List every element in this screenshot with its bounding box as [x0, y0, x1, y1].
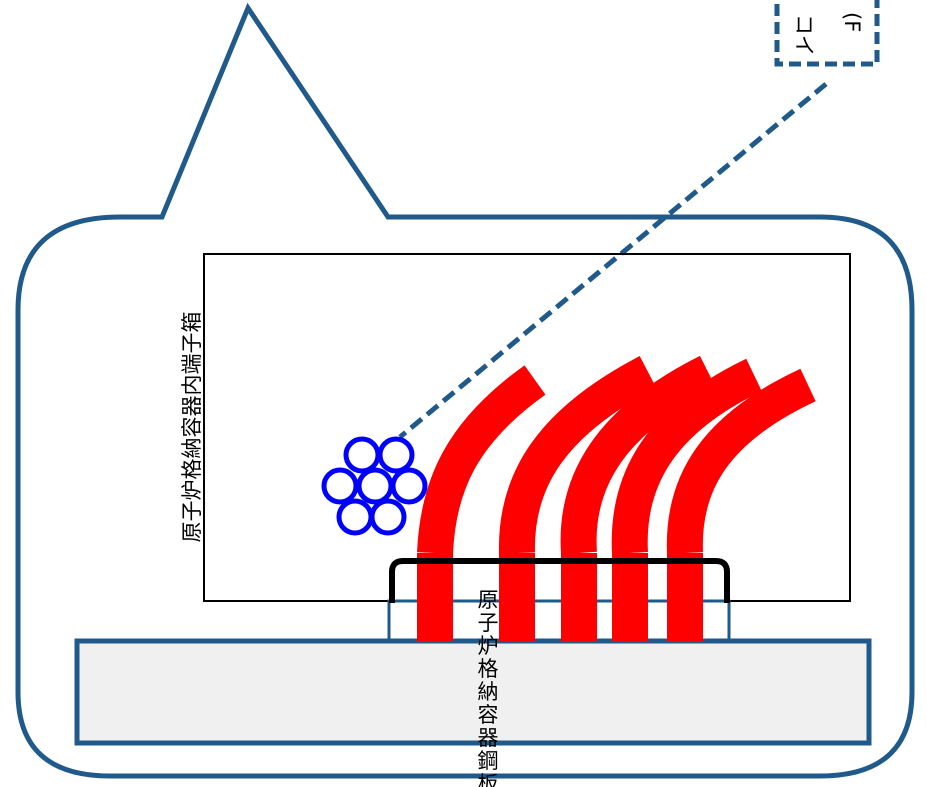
cable-4-straight	[612, 553, 648, 641]
cable-5	[666, 368, 816, 554]
coil-cluster	[321, 436, 428, 536]
coil-circle	[369, 498, 407, 536]
callout-text-line1: コイ	[792, 14, 816, 56]
callout-text-line2: (F	[840, 12, 864, 32]
cable-2-straight	[499, 553, 535, 641]
cable-3-straight	[561, 553, 597, 641]
cable-1-straight	[417, 553, 453, 641]
steel-plate	[74, 638, 872, 746]
terminal-box-label: 原子炉格納容器内端子箱	[180, 312, 204, 543]
cable-group	[417, 355, 816, 555]
callout-box	[774, 0, 880, 67]
callout-bubble-outline	[15, 2, 915, 779]
cable-4	[611, 358, 762, 554]
cable-straight-group	[417, 553, 703, 641]
callout-leader-line	[398, 82, 828, 439]
coil-circle	[377, 436, 415, 474]
steel-plate-label: 原子炉格納容器鋼板	[475, 589, 499, 787]
cable-5-straight	[667, 553, 703, 641]
coil-circle	[343, 436, 381, 474]
clamp-bracket	[389, 558, 730, 603]
coil-circle	[321, 467, 359, 505]
coil-circle	[356, 467, 394, 505]
cable-3	[560, 355, 717, 555]
cable-1	[417, 365, 546, 554]
cable-2	[498, 356, 657, 554]
coil-circle	[336, 498, 374, 536]
coil-circle	[390, 467, 428, 505]
